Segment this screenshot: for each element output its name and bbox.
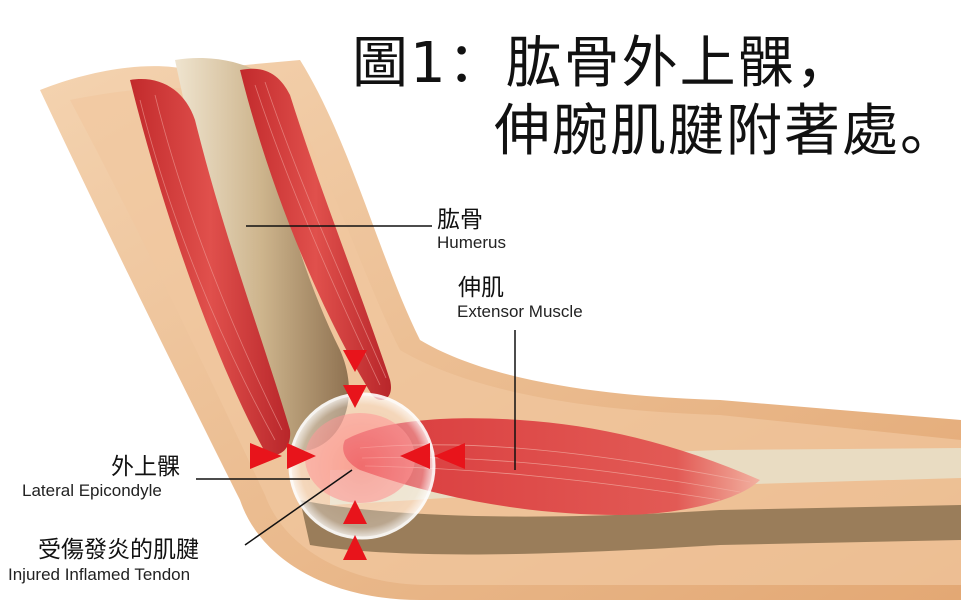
forearm-bone-lower — [300, 500, 961, 555]
arrow-left-1 — [250, 443, 282, 469]
arrow-top-1 — [343, 350, 367, 372]
epicondyle-label-en: Lateral Epicondyle — [22, 481, 162, 500]
title-line-2: 伸腕肌腱附著處。 — [494, 99, 958, 164]
arrow-right-2 — [434, 443, 465, 469]
tendon-label-en: Injured Inflamed Tendon — [8, 565, 191, 584]
tendon-leader — [244, 469, 353, 546]
arrow-right-1 — [400, 443, 430, 469]
arrow-top-2 — [343, 385, 367, 408]
title-line-1: 圖1：肱骨外上髁， — [352, 31, 854, 96]
arrow-group — [250, 350, 465, 560]
extensor-label-zh: 伸肌 — [458, 275, 504, 301]
figure-title: 圖1：肱骨外上髁，伸腕肌腱附著處。 — [352, 30, 958, 166]
epicondyle-label-zh: 外上髁 — [111, 454, 180, 480]
arrow-bottom-2 — [343, 535, 367, 560]
humerus-label-zh: 肱骨 — [437, 207, 483, 233]
tendon-label-zh: 受傷發炎的肌腱 — [38, 537, 199, 563]
extensor-label-en: Extensor Muscle — [457, 302, 583, 321]
arrow-left-2 — [287, 443, 316, 469]
arrow-bottom-1 — [343, 500, 367, 524]
triceps-muscle — [240, 68, 391, 400]
humerus-bone — [175, 58, 349, 451]
humerus-label-en: Humerus — [437, 233, 506, 252]
